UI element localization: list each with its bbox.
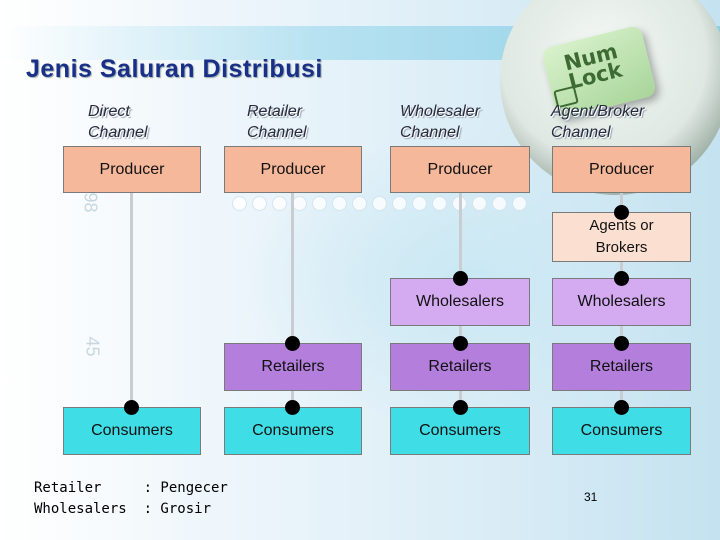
side-number-mid: 45 xyxy=(82,336,103,356)
connector-dot xyxy=(453,271,468,286)
connector-dot xyxy=(285,400,300,415)
direct-producer-box: Producer xyxy=(63,146,201,193)
slide-title: Jenis Saluran Distribusi xyxy=(26,55,323,84)
connector-line-direct xyxy=(130,192,133,408)
connector-dot xyxy=(614,205,629,220)
connector-dot xyxy=(285,336,300,351)
glossary-note: Retailer : Pengecer Wholesalers : Grosir xyxy=(34,478,228,520)
glossary-row: Wholesalers : Grosir xyxy=(34,499,228,520)
agent-producer-box: Producer xyxy=(552,146,691,193)
page-number: 31 xyxy=(584,490,597,504)
connector-dot xyxy=(453,400,468,415)
connector-dot xyxy=(453,336,468,351)
glossary-row: Retailer : Pengecer xyxy=(34,478,228,499)
connector-dot xyxy=(614,336,629,351)
connector-dot xyxy=(614,400,629,415)
side-number-top: 98 xyxy=(80,192,101,212)
connector-dot xyxy=(124,400,139,415)
connector-dot xyxy=(614,271,629,286)
decorative-dots xyxy=(232,196,532,210)
wholesaler-producer-box: Producer xyxy=(390,146,530,193)
retailer-producer-box: Producer xyxy=(224,146,362,193)
